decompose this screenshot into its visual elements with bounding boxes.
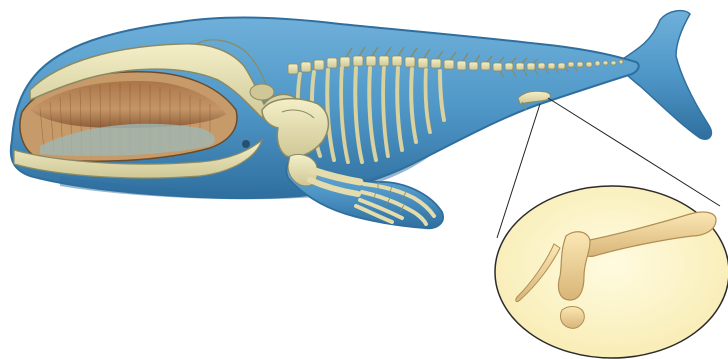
- whale-eye: [242, 140, 250, 148]
- pelvis-detail-inset: [495, 186, 728, 358]
